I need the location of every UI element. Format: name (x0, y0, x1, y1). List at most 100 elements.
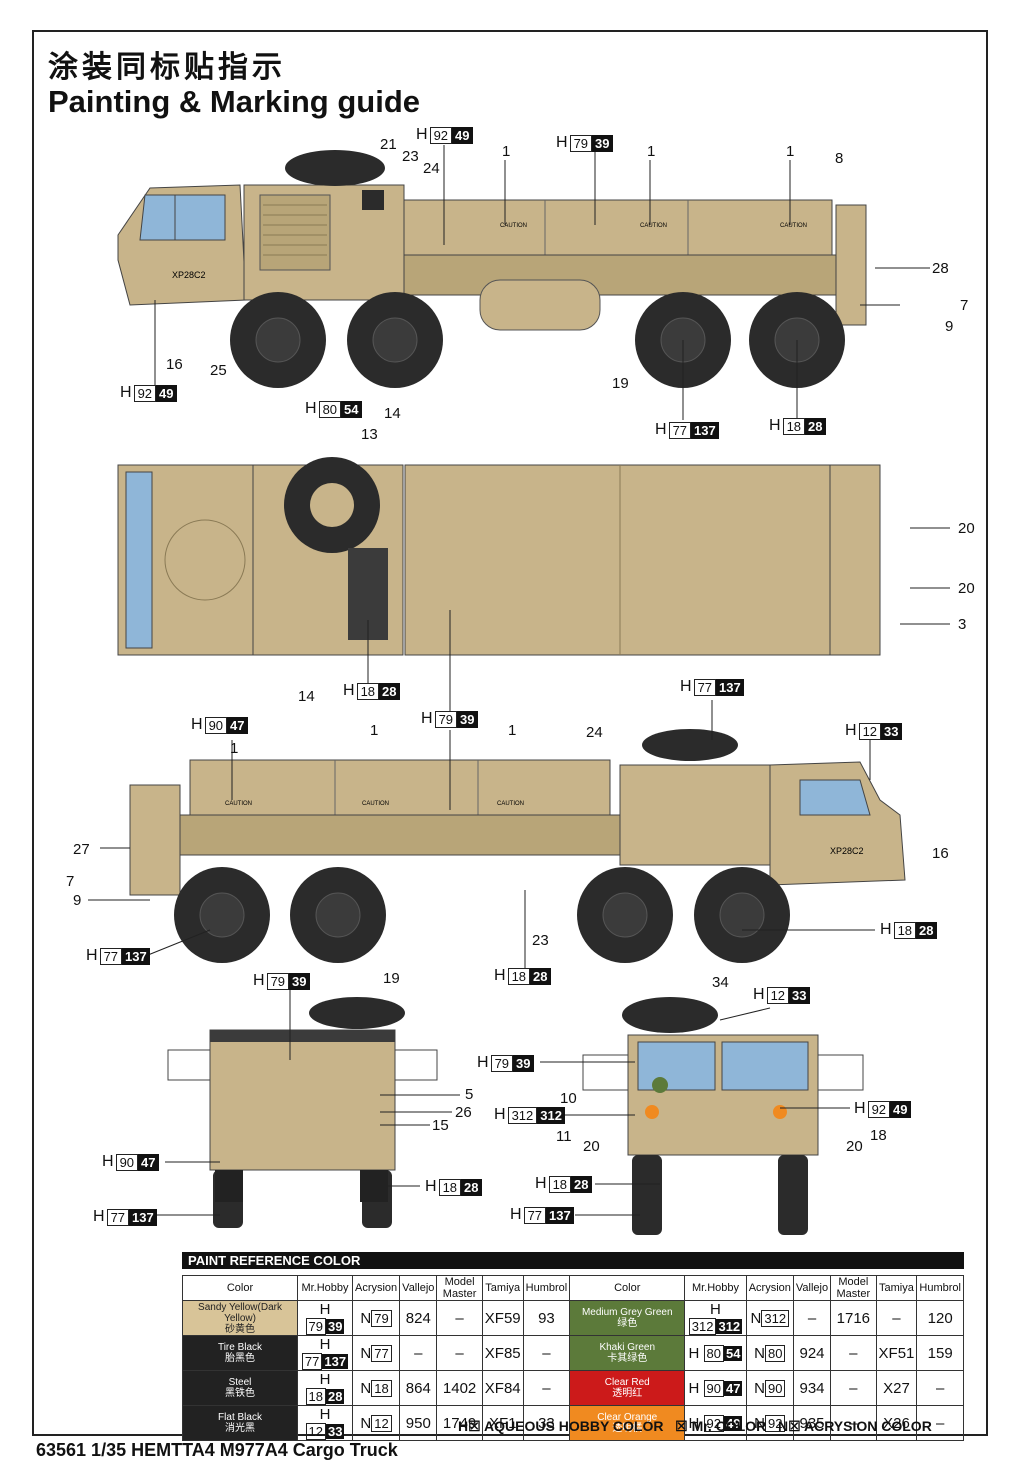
callout-23b: 23 (532, 932, 549, 949)
legend-acrysion: ACRYSION COLOR (803, 1418, 932, 1434)
callout-8: 8 (835, 150, 844, 167)
humbrol-code: 159 (916, 1335, 964, 1371)
callout-9b: 9 (73, 892, 82, 909)
model-master-code: – (830, 1405, 877, 1441)
paint-table-header: PAINT REFERENCE COLOR (182, 1252, 964, 1269)
humbrol-code: 33 (522, 1405, 571, 1441)
humbrol-code: 93 (522, 1300, 571, 1336)
tamiya-code: – (875, 1300, 918, 1336)
callout-16b: 16 (932, 845, 949, 862)
callout-1a: 1 (502, 143, 511, 160)
model-master-code: – (436, 1300, 483, 1336)
caution-label-5: CAUTION (362, 801, 389, 807)
top-view (117, 457, 950, 712)
callout-3: 3 (958, 616, 967, 633)
model-master-code: 1716 (830, 1300, 877, 1336)
callout-20a: 20 (958, 520, 975, 537)
model-master-code: – (830, 1335, 877, 1371)
side-view-right: CAUTION CAUTION CAUTION XP28C2 (88, 700, 906, 970)
callout-1e: 1 (370, 722, 379, 739)
callout-1f: 1 (508, 722, 517, 739)
caution-label-3: CAUTION (780, 223, 807, 229)
model-master-code: 1402 (436, 1370, 483, 1406)
callout-34: 34 (712, 974, 729, 991)
model-master-code: – (436, 1335, 483, 1371)
legend-aqueous: AQUEOUS HOBBY COLOR (484, 1418, 664, 1434)
title-english: Painting & Marking guide (48, 84, 421, 119)
callout-15: 15 (432, 1117, 449, 1134)
caution-label-2: CAUTION (640, 223, 667, 229)
tamiya-code: XF84 (481, 1370, 524, 1406)
callout-20c: 20 (583, 1138, 600, 1155)
front-view (540, 997, 864, 1235)
callout-11: 11 (556, 1128, 572, 1145)
humbrol-code: 120 (916, 1300, 964, 1336)
caution-label-4: CAUTION (225, 801, 252, 807)
callout-9: 9 (945, 318, 954, 335)
bumper-plate-label: XP28C2 (172, 270, 206, 280)
callout-20b: 20 (958, 580, 975, 597)
callout-24: 24 (423, 160, 440, 177)
callout-1b: 1 (647, 143, 656, 160)
tamiya-code: X27 (875, 1370, 918, 1406)
callout-20d: 20 (846, 1138, 863, 1155)
callout-14b: 14 (298, 688, 315, 705)
title-chinese: 涂装同标贴指示 (48, 50, 286, 85)
tamiya-code: XF59 (481, 1300, 524, 1336)
vallejo-code: 864 (399, 1370, 438, 1406)
model-master-code: 1749 (436, 1405, 483, 1441)
callout-23: 23 (402, 148, 419, 165)
callout-10: 10 (560, 1090, 577, 1107)
legend-mr-color: Mr. COLOR (691, 1418, 767, 1434)
humbrol-code: – (916, 1370, 964, 1406)
vallejo-code: 934 (792, 1370, 832, 1406)
color-legend: H☒ AQUEOUS HOBBY COLOR ☒ Mr. COLOR N☒ AC… (458, 1418, 932, 1434)
callout-7b: 7 (66, 873, 75, 890)
callout-19: 19 (612, 375, 629, 392)
callout-21: 21 (380, 136, 397, 153)
callout-19b: 19 (383, 970, 400, 987)
